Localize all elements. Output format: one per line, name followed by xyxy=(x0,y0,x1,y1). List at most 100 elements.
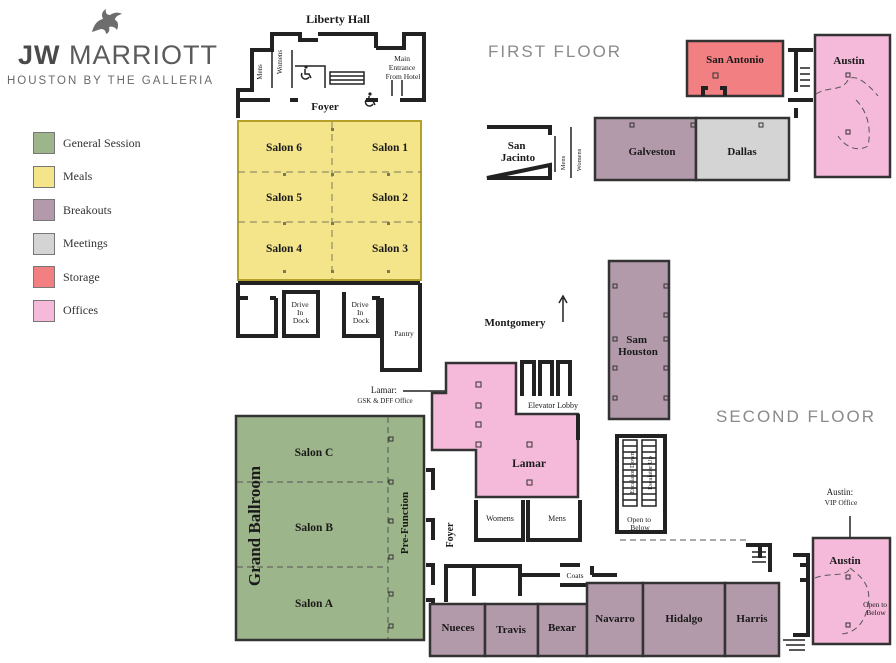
austin-outlet xyxy=(845,72,851,78)
grand-ballroom[interactable] xyxy=(234,414,426,642)
nueces-room[interactable] xyxy=(428,602,487,658)
dallas-outlet xyxy=(758,122,764,128)
open-to-below-label-2: Open to Below xyxy=(863,600,889,617)
austin-vip-callout: Austin: VIP Office xyxy=(825,487,858,507)
austin-office-first-floor[interactable] xyxy=(813,33,892,179)
bexar-label: Bexar xyxy=(548,622,576,634)
dock-and-pantry-walls xyxy=(236,281,422,372)
san-antonio-doors xyxy=(701,86,727,96)
escalator-up-label: Escalator Up xyxy=(647,456,654,490)
lamar-label: Lamar xyxy=(512,458,546,470)
salon-c-label: Salon C xyxy=(295,447,334,459)
elevator-lobby-label: Elevator Lobby xyxy=(528,401,578,410)
salon-1-label: Salon 1 xyxy=(372,142,408,154)
galveston-room[interactable] xyxy=(593,116,698,182)
escalator-down-label: Escalator Down xyxy=(629,451,636,493)
galveston-label: Galveston xyxy=(628,146,675,158)
grand-ballroom-partitions xyxy=(237,417,389,639)
galveston-outlet xyxy=(690,122,696,128)
stair-icon-east xyxy=(783,639,805,651)
drive-in-dock-label-2: Drive In Dock xyxy=(352,300,371,325)
austin-label-1: Austin xyxy=(833,55,864,67)
sam-houston-outlets xyxy=(612,283,669,401)
womens-label-2: Womens xyxy=(576,148,583,171)
salon-6-label: Salon 6 xyxy=(266,142,302,154)
legend-swatch xyxy=(33,266,55,288)
mens-label-3: Mens xyxy=(548,514,566,523)
montgomery-label: Montgomery xyxy=(484,317,546,329)
womens-label-1: Womens xyxy=(276,50,284,75)
liberty-hall-entry-walls xyxy=(236,32,426,118)
legend-item-general-session: General Session xyxy=(33,131,203,155)
legend-label: General Session xyxy=(63,135,141,150)
legend-item-storage: Storage xyxy=(33,265,203,289)
liberty-hall-meals-area[interactable] xyxy=(237,120,422,281)
austin-vip-stair-walls xyxy=(793,553,810,637)
austin-vip-office[interactable] xyxy=(811,536,892,646)
south-corridor-walls xyxy=(444,563,617,602)
austin-outlet xyxy=(845,129,851,135)
coats-label: Coats xyxy=(566,571,583,580)
legend-swatch xyxy=(33,299,55,322)
hidalgo-label: Hidalgo xyxy=(665,613,703,625)
elevator-shafts xyxy=(520,360,572,396)
first-floor-label: FIRST FLOOR xyxy=(488,42,623,61)
legend-label: Breakouts xyxy=(63,202,112,217)
accessible-icon xyxy=(300,65,312,80)
liberty-hall-title: Liberty Hall xyxy=(306,12,370,26)
legend: General Session Meals Breakouts Meetings… xyxy=(33,131,203,332)
salon-3-label: Salon 3 xyxy=(372,243,408,255)
main-entrance-label: Main Entrance From Hotel xyxy=(386,54,421,81)
second-floor-label: SECOND FLOOR xyxy=(716,407,877,426)
sam-houston-room[interactable] xyxy=(607,259,671,421)
austin-vip-dashed-outline xyxy=(814,567,870,635)
stair-icon-south xyxy=(752,551,766,563)
accessible-icon xyxy=(364,92,376,107)
san-antonio-outlet xyxy=(712,72,719,79)
grand-ballroom-outlets xyxy=(388,436,394,629)
bexar-room[interactable] xyxy=(536,602,589,658)
lamar-outlets xyxy=(475,381,533,486)
liberty-hall-outlets xyxy=(283,128,390,273)
mens-label-2: Mens xyxy=(560,155,567,170)
san-jacinto-room-walls xyxy=(486,125,552,180)
austin-label-2: Austin xyxy=(829,555,860,567)
salon-b-label: Salon B xyxy=(295,522,333,534)
austin-vip-outlet xyxy=(845,574,851,580)
ballroom-east-doors xyxy=(426,468,435,620)
san-jacinto-label: San Jacinto xyxy=(501,140,536,164)
stair-walls-south xyxy=(746,543,772,572)
austin-dashed-outline xyxy=(815,77,879,150)
dallas-label: Dallas xyxy=(727,146,757,158)
legend-swatch xyxy=(33,132,55,154)
legend-item-meetings: Meetings xyxy=(33,232,203,256)
pre-function-label: Pre-Function xyxy=(399,492,411,554)
brand-name: JW MARRIOTT xyxy=(18,40,219,70)
dallas-room[interactable] xyxy=(694,116,791,182)
brand-subtitle: HOUSTON BY THE GALLERIA xyxy=(7,75,215,87)
austin-vip-outlet xyxy=(845,622,851,628)
galveston-outlet xyxy=(629,122,635,128)
harris-room[interactable] xyxy=(723,581,781,658)
legend-swatch xyxy=(33,165,55,188)
legend-swatch xyxy=(33,199,55,221)
harris-label: Harris xyxy=(736,613,768,625)
austin-corridor-walls xyxy=(788,48,813,118)
sam-houston-label: Sam Houston xyxy=(618,334,658,358)
legend-item-breakouts: Breakouts xyxy=(33,198,203,222)
nueces-label: Nueces xyxy=(442,622,476,634)
north-arrow-icon xyxy=(558,294,568,322)
open-to-below-label-1: Open to Below xyxy=(627,515,653,532)
travis-label: Travis xyxy=(496,624,526,636)
lamar-office[interactable] xyxy=(430,361,580,499)
legend-item-offices: Offices xyxy=(33,299,203,323)
salon-a-label: Salon A xyxy=(295,598,334,610)
legend-item-meals: Meals xyxy=(33,165,203,189)
legend-label: Meetings xyxy=(63,236,108,250)
salon-4-label: Salon 4 xyxy=(266,243,302,255)
griffin-logo-icon xyxy=(92,9,122,34)
legend-label: Storage xyxy=(63,269,100,284)
foyer-label-2: Foyer xyxy=(445,522,456,548)
